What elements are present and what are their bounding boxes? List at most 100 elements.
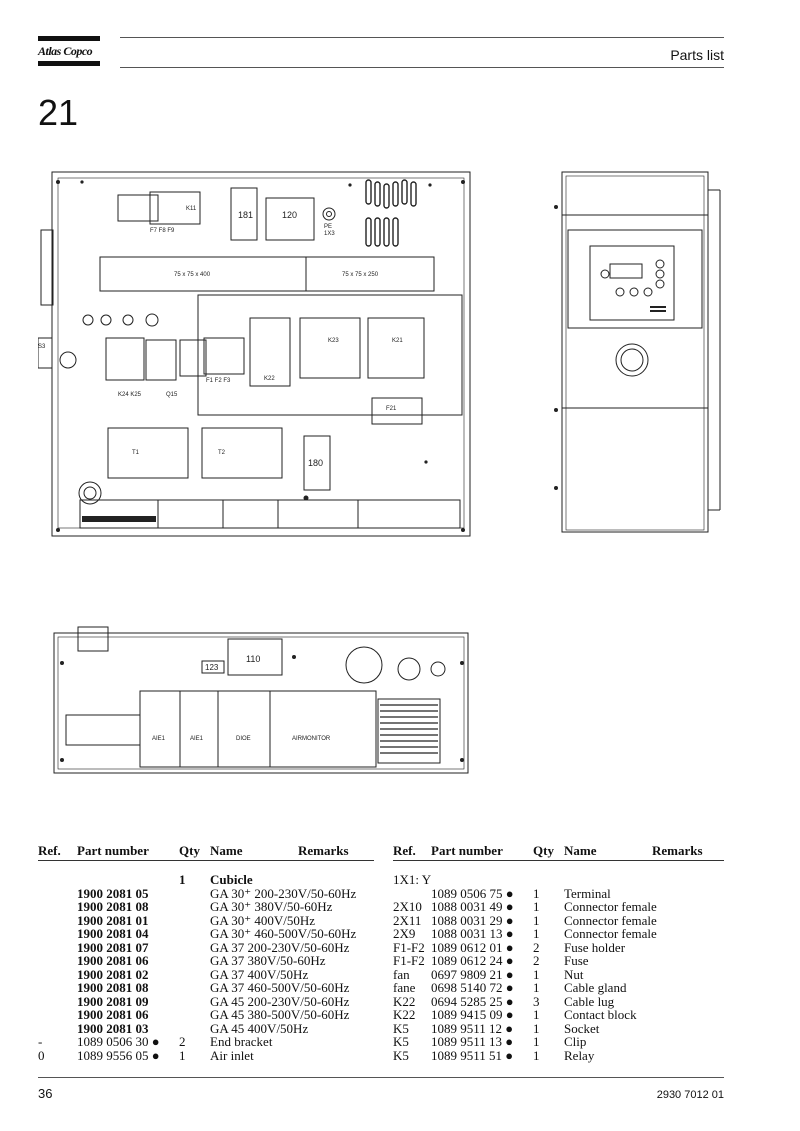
cell-qty: 1 [179,1047,186,1063]
section-number: 21 [38,92,79,133]
label-k23: K23 [328,338,339,344]
cell-ref: K5 [393,1047,409,1063]
cell-name: GA 30⁺ 200-230V/50-60Hz [210,885,357,901]
cell-ref: 1X1: Y [393,872,432,887]
cell-name: GA 30⁺ 380V/50-60Hz [210,899,333,914]
cell-part: 1900 2081 04 [77,926,149,941]
table-row: K5 1089 9511 51 ● 1 Relay [393,1047,724,1063]
label-pe: PE [324,224,332,230]
cell-part: 1089 0506 75 ● [431,885,514,901]
cell-ref: K5 [393,1020,409,1036]
cell-qty: 1 [533,899,540,914]
cell-name: GA 37 380V/50-60Hz [210,953,326,968]
table-row: 1X1: Y [393,873,724,887]
cell-ref: fan [393,966,410,982]
module-label-dioe: DIOE [236,736,251,742]
header-rule-bottom [120,67,724,68]
cell-qty: 1 [533,1047,540,1063]
cell-name: Connector female [564,926,657,941]
label-f21: F21 [386,406,397,412]
cell-name: Cubicle [210,872,253,887]
label-181: 181 [238,210,253,220]
cell-name: GA 37 400V/50Hz [210,966,309,982]
cell-ref: 2X10 [393,899,422,914]
cell-ref: 2X9 [393,926,416,941]
parts-table-right: Ref. Part number Qty Name Remarks 1X1: Y… [393,843,724,1062]
module-label-airmonitor: AIRMONITOR [292,736,331,742]
cell-name: Connector female [564,899,657,914]
module-label-aie1-a: AIE1 [152,736,166,742]
cell-name: Relay [564,1047,595,1063]
cell-name: Air inlet [210,1047,254,1063]
header-ref: Ref. [38,843,61,858]
front-panel-drawing: 181 120 PE 1X3 K11 F7 F8 F9 75 x 75 x 40… [38,171,471,537]
cell-ref: F1-F2 [393,953,425,968]
label-t2: T2 [218,450,226,456]
cell-part: 1089 9511 51 ● [431,1047,514,1063]
header-qty: Qty [533,843,554,858]
table-header: Ref. Part number Qty Name Remarks [38,843,374,861]
label-123: 123 [205,663,219,672]
table-header: Ref. Part number Qty Name Remarks [393,843,724,861]
cell-ref: 0 [38,1047,45,1063]
label-t1: T1 [132,450,140,456]
cell-name: Cable gland [564,980,627,995]
cell-name: GA 45 200-230V/50-60Hz [210,993,350,1009]
cell-part: 1088 0031 49 ● [431,899,514,914]
cell-name: Nut [564,966,584,982]
header-rule-top [120,37,724,38]
cell-qty: 1 [179,872,186,887]
cell-part: 1089 9415 09 ● [431,1007,514,1022]
cell-part: 1900 2081 07 [77,939,149,955]
label-120: 120 [282,210,297,220]
label-180: 180 [308,458,323,468]
cell-part: 1089 0612 24 ● [431,953,514,968]
header-part-number: Part number [431,843,503,858]
cell-part: 1088 0031 29 ● [431,912,514,928]
header-part-number: Part number [77,843,149,858]
cell-part: 1088 0031 13 ● [431,926,514,941]
cell-part: 1089 0506 30 ● [77,1034,160,1049]
label-f123: F1 F2 F3 [206,378,231,384]
parts-table-left: Ref. Part number Qty Name Remarks 1 Cubic… [38,843,374,1062]
cell-name: Cable lug [564,993,615,1009]
table-row: K22 1089 9415 09 ● 1 Contact block [393,1008,724,1022]
cell-ref: K22 [393,993,416,1009]
brand-logo: Atlas Copco [38,36,100,66]
cell-qty: 1 [533,1034,540,1049]
cell-part: 1900 2081 06 [77,1007,149,1022]
label-q15: Q15 [166,392,178,398]
cell-part: 1900 2081 08 [77,899,149,914]
brand-logo-text: Atlas Copco [38,44,93,58]
label-duct-2: 75 x 75 x 250 [342,272,379,278]
cell-qty: 1 [533,1007,540,1022]
cell-ref: F1-F2 [393,939,425,955]
document-number: 2930 7012 01 [656,1089,724,1101]
bottom-panel-drawing: 110 123 AIE1 AIE1 DIOE AIRMONITOR [53,626,469,774]
label-duct-1: 75 x 75 x 400 [174,272,211,278]
cell-ref: 2X11 [393,912,422,928]
cell-qty: 3 [533,993,540,1009]
header-name: Name [564,843,597,858]
cell-ref: K22 [393,1007,416,1022]
footer-rule [38,1077,724,1078]
cell-name: Contact block [564,1007,637,1022]
cell-part: 0697 9809 21 ● [431,966,514,982]
cell-part: 0694 5285 25 ● [431,993,514,1009]
header-remarks: Remarks [298,843,349,858]
cell-part: 0698 5140 72 ● [431,980,514,995]
label-k22: K22 [264,376,275,382]
label-k11: K11 [186,206,197,212]
cell-ref: - [38,1034,43,1049]
